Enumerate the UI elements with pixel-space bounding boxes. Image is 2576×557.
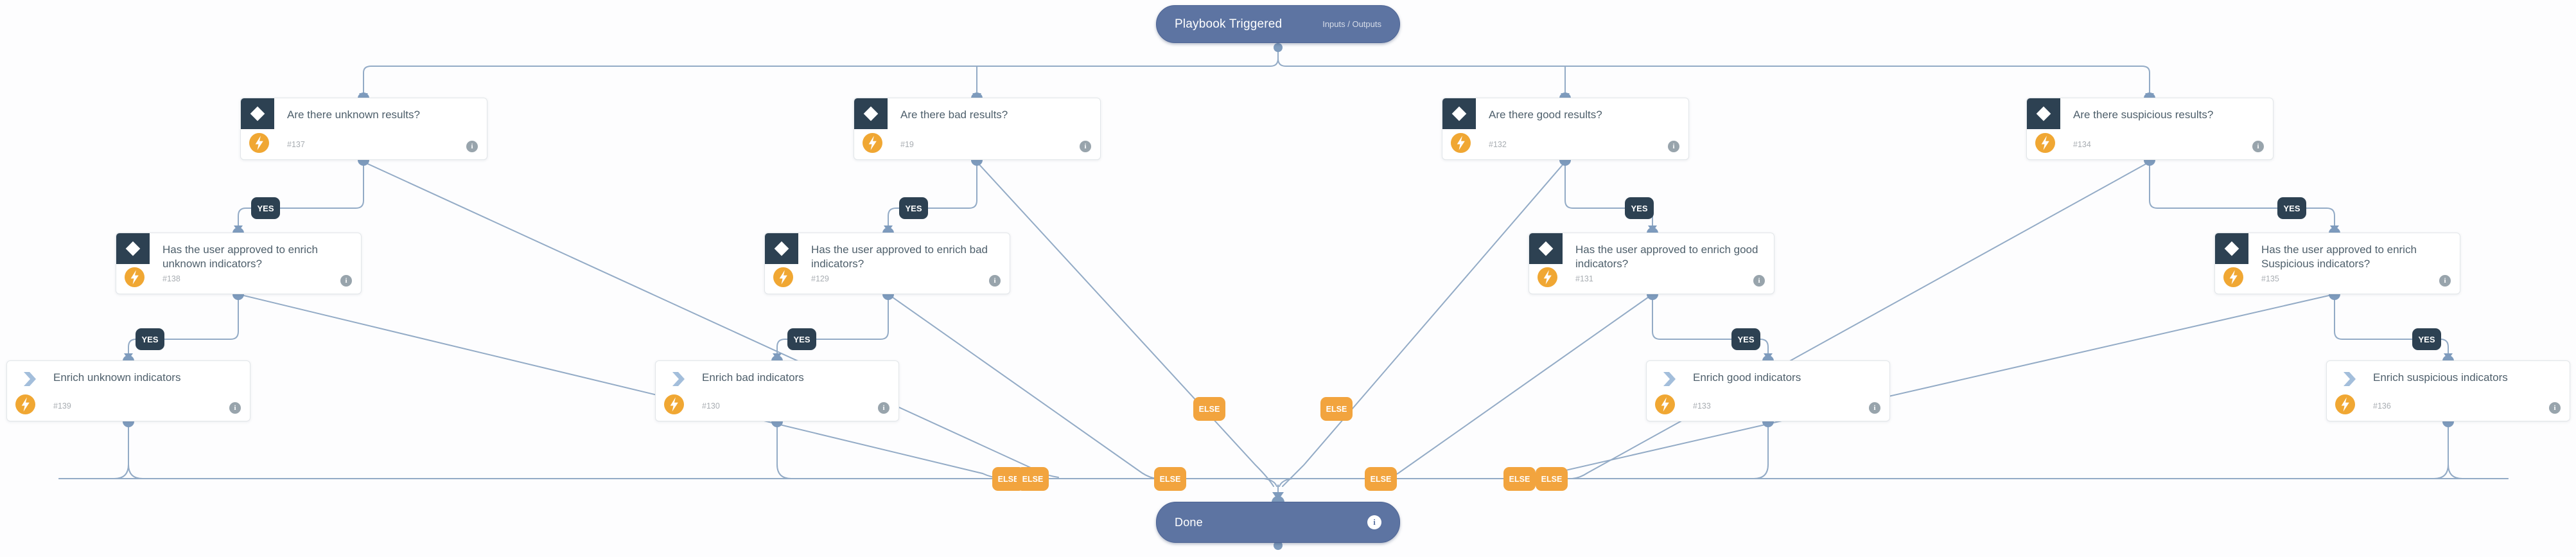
subplaybook-chevron-icon [2341, 371, 2356, 390]
task-number: #129 [811, 274, 829, 283]
condition-diamond-icon [241, 98, 274, 129]
subplaybook-chevron-icon [670, 371, 685, 390]
task-number: #19 [900, 140, 914, 149]
lightning-icon [863, 133, 882, 153]
condition-card-bad-results[interactable]: Are there bad results? #19 i [854, 98, 1101, 160]
task-card-enrich-good[interactable]: Enrich good indicators #133 i [1646, 360, 1890, 421]
task-title: Has the user approved to enrich unknown … [162, 243, 318, 270]
subplaybook-chevron-icon [1661, 371, 1676, 390]
lightning-icon [773, 267, 793, 287]
task-number: #138 [162, 274, 180, 283]
yes-badge[interactable]: YES [787, 328, 816, 350]
task-card-enrich-unknown[interactable]: Enrich unknown indicators #139 i [6, 360, 250, 421]
task-number: #136 [2373, 402, 2391, 411]
lightning-icon [15, 394, 35, 414]
condition-diamond-icon [2027, 98, 2060, 129]
lightning-icon [1538, 267, 1557, 287]
yes-badge[interactable]: YES [1731, 328, 1760, 350]
lightning-icon [125, 267, 145, 287]
info-icon[interactable]: i [1869, 402, 1880, 414]
lightning-icon [1451, 133, 1471, 153]
playbook-triggered-label: Playbook Triggered [1175, 17, 1283, 31]
info-icon[interactable]: i [1080, 141, 1091, 152]
yes-badge[interactable]: YES [1625, 197, 1654, 219]
condition-diamond-icon [1529, 233, 1563, 264]
inputs-outputs-link[interactable]: Inputs / Outputs [1322, 19, 1381, 29]
task-card-enrich-bad[interactable]: Enrich bad indicators #130 i [655, 360, 899, 421]
task-title: Are there unknown results? [287, 109, 420, 121]
condition-card-approve-good[interactable]: Has the user approved to enrich good ind… [1529, 233, 1774, 294]
task-title: Has the user approved to enrich bad indi… [811, 243, 988, 270]
condition-diamond-icon [1442, 98, 1476, 129]
info-icon[interactable]: i [1668, 141, 1679, 152]
condition-diamond-icon [2215, 233, 2248, 264]
task-title: Are there bad results? [900, 109, 1008, 121]
lightning-icon [2035, 133, 2055, 153]
task-title: Are there good results? [1489, 109, 1602, 121]
yes-badge[interactable]: YES [136, 328, 164, 350]
subplaybook-chevron-icon [21, 371, 37, 390]
lightning-icon [2335, 394, 2355, 414]
info-icon[interactable]: i [1753, 275, 1765, 287]
else-badge[interactable]: ELSE [1320, 397, 1353, 421]
info-icon[interactable]: i [2252, 141, 2264, 152]
task-card-enrich-suspicious[interactable]: Enrich suspicious indicators #136 i [2326, 360, 2570, 421]
lightning-icon [664, 394, 684, 414]
info-icon[interactable]: i [1367, 515, 1381, 529]
condition-diamond-icon [765, 233, 798, 264]
task-title: Enrich good indicators [1693, 371, 1801, 384]
task-number: #132 [1489, 140, 1507, 149]
lightning-icon [1655, 394, 1675, 414]
task-number: #137 [287, 140, 305, 149]
else-badge[interactable]: ELSE [1154, 467, 1186, 491]
else-badge[interactable]: ELSE [1536, 467, 1568, 491]
lightning-icon [2223, 267, 2243, 287]
done-node[interactable]: Done i [1156, 502, 1400, 543]
condition-card-unknown-results[interactable]: Are there unknown results? #137 i [240, 98, 487, 160]
task-title: Has the user approved to enrich Suspicio… [2261, 243, 2417, 270]
else-badge[interactable]: ELSE [1193, 397, 1225, 421]
info-icon[interactable]: i [878, 402, 889, 414]
task-number: #139 [53, 402, 71, 411]
yes-badge[interactable]: YES [2412, 328, 2441, 350]
condition-card-approve-unknown[interactable]: Has the user approved to enrich unknown … [116, 233, 362, 294]
condition-card-approve-bad[interactable]: Has the user approved to enrich bad indi… [764, 233, 1010, 294]
condition-card-good-results[interactable]: Are there good results? #132 i [1442, 98, 1689, 160]
task-title: Enrich bad indicators [702, 371, 804, 384]
task-title: Enrich suspicious indicators [2373, 371, 2508, 384]
info-icon[interactable]: i [340, 275, 352, 287]
task-title: Has the user approved to enrich good ind… [1575, 243, 1758, 270]
condition-card-approve-suspicious[interactable]: Has the user approved to enrich Suspicio… [2214, 233, 2460, 294]
task-title: Enrich unknown indicators [53, 371, 181, 384]
info-icon[interactable]: i [2439, 275, 2451, 287]
condition-diamond-icon [854, 98, 888, 129]
else-badge[interactable]: ELSE [1017, 467, 1049, 491]
yes-badge[interactable]: YES [899, 197, 928, 219]
yes-badge[interactable]: YES [2277, 197, 2306, 219]
info-icon[interactable]: i [989, 275, 1001, 287]
playbook-triggered-node[interactable]: Playbook Triggered Inputs / Outputs [1156, 5, 1400, 43]
task-number: #134 [2073, 140, 2091, 149]
info-icon[interactable]: i [466, 141, 478, 152]
info-icon[interactable]: i [229, 402, 241, 414]
lightning-icon [249, 133, 269, 153]
else-badge[interactable]: ELSE [1503, 467, 1536, 491]
yes-badge[interactable]: YES [251, 197, 280, 219]
condition-card-suspicious-results[interactable]: Are there suspicious results? #134 i [2026, 98, 2274, 160]
task-number: #133 [1693, 402, 1711, 411]
task-number: #130 [702, 402, 720, 411]
task-title: Are there suspicious results? [2073, 109, 2214, 121]
task-number: #135 [2261, 274, 2279, 283]
done-label: Done [1175, 515, 1203, 529]
info-icon[interactable]: i [2549, 402, 2561, 414]
condition-diamond-icon [116, 233, 150, 264]
task-number: #131 [1575, 274, 1593, 283]
else-badge[interactable]: ELSE [1365, 467, 1397, 491]
